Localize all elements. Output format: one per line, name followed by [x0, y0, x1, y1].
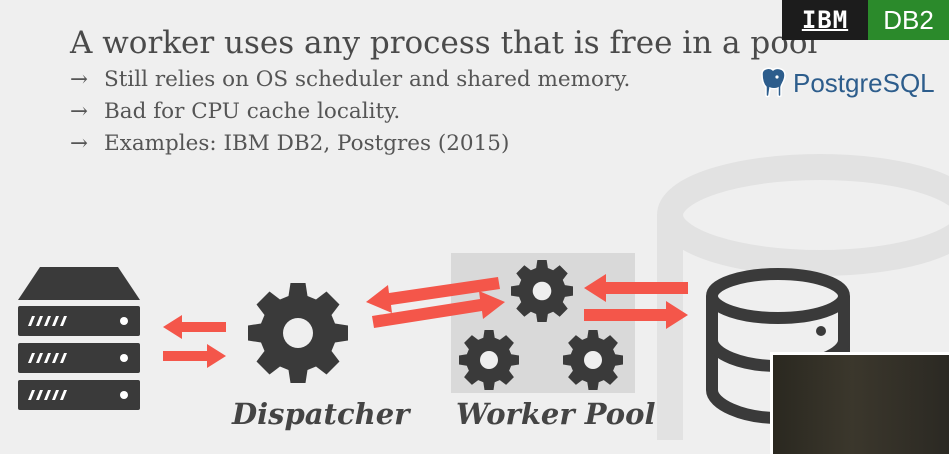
server-icon — [18, 267, 140, 410]
slide-title: A worker uses any process that is free i… — [70, 25, 818, 61]
bullet-text: Still relies on OS scheduler and shared … — [104, 67, 631, 92]
bullet-text: Examples: IBM DB2, Postgres (2015) — [104, 131, 510, 156]
pool-database-arrows — [584, 274, 688, 329]
worker-gear-icon — [563, 330, 623, 390]
ibm-db2-logo: IBM DB2 — [782, 0, 949, 40]
dispatcher-label: Dispatcher — [232, 397, 410, 431]
arrow-bullet-icon: → — [70, 131, 89, 156]
slide-content: A worker uses any process that is free i… — [70, 24, 817, 160]
database-indicator-icon — [816, 326, 826, 336]
ibm-logo-text: IBM — [782, 0, 868, 40]
dispatcher-gear-icon — [248, 283, 348, 383]
elephant-icon — [761, 67, 786, 98]
db2-logo-text: DB2 — [868, 0, 949, 40]
bullet-item: → Bad for CPU cache locality. — [70, 96, 817, 128]
worker-gear-icon — [459, 330, 519, 390]
bullet-item: → Examples: IBM DB2, Postgres (2015) — [70, 128, 817, 160]
bullet-text: Bad for CPU cache locality. — [104, 99, 401, 124]
postgresql-logo-text: PostgreSQL — [793, 67, 935, 98]
speaker-video-thumbnail[interactable] — [770, 352, 949, 454]
arrow-bullet-icon: → — [70, 67, 89, 92]
dispatcher-pool-arrows — [366, 277, 505, 328]
bullet-item: → Still relies on OS scheduler and shared… — [70, 64, 817, 96]
worker-pool-label: Worker Pool — [456, 397, 656, 431]
postgresql-logo: PostgreSQL — [756, 66, 935, 100]
bullet-list: → Still relies on OS scheduler and shared… — [70, 64, 817, 160]
client-dispatcher-arrows — [163, 315, 226, 368]
arrow-bullet-icon: → — [70, 99, 89, 124]
